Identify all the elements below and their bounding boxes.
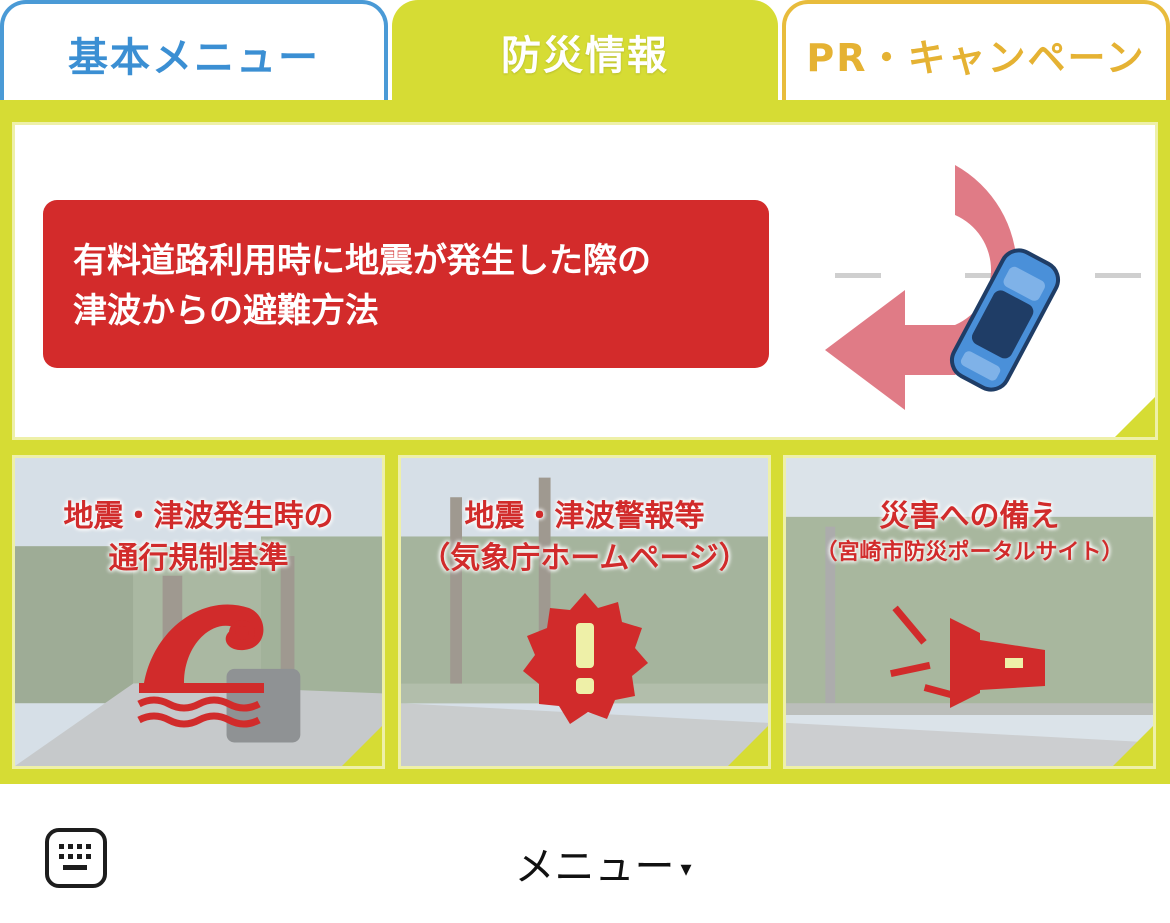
card-title: 災害への備え （宮崎市防災ポータルサイト） — [786, 496, 1153, 568]
card-title-line-2: （宮崎市防災ポータルサイト） — [815, 540, 1124, 565]
banner-line-1: 有料道路利用時に地震が発生した際の — [73, 241, 651, 281]
roadside-photo — [401, 458, 768, 766]
card-title-line-2: （気象庁ホームページ） — [420, 541, 749, 576]
roadside-photo — [15, 458, 382, 766]
card-title-line-1: 地震・津波発生時の — [63, 499, 334, 534]
car-u-turn-icon — [825, 165, 1141, 410]
card-title-line-1: 地震・津波警報等 — [464, 499, 705, 534]
menu-toggle-button[interactable]: メニュー▾ — [0, 834, 1170, 892]
card-title-line-2: 通行規制基準 — [108, 541, 289, 576]
evacuation-banner-button[interactable]: 有料道路利用時に地震が発生した際の 津波からの避難方法 — [12, 122, 1158, 440]
rich-menu-tabs: 基本メニュー 防災情報 PR・キャンペーン — [0, 0, 1170, 104]
menu-label: メニュー — [514, 844, 675, 890]
warning-badge-icon — [522, 593, 648, 724]
tab-pr-campaign[interactable]: PR・キャンペーン — [782, 0, 1170, 104]
tsunami-warning-card[interactable]: 地震・津波警報等 （気象庁ホームページ） — [398, 455, 771, 769]
banner-text-box: 有料道路利用時に地震が発生した際の 津波からの避難方法 — [43, 200, 769, 368]
bottom-bar: メニュー▾ — [0, 784, 1170, 923]
chevron-down-icon: ▾ — [680, 856, 692, 882]
banner-line-2: 津波からの避難方法 — [73, 291, 379, 331]
keyboard-icon[interactable] — [45, 828, 107, 888]
card-title-line-1: 災害への備え — [879, 499, 1060, 534]
traffic-regulation-card[interactable]: 地震・津波発生時の 通行規制基準 — [12, 455, 385, 769]
disaster-prep-card[interactable]: 災害への備え （宮崎市防災ポータルサイト） — [783, 455, 1156, 769]
card-title: 地震・津波警報等 （気象庁ホームページ） — [401, 496, 768, 580]
roadside-photo — [786, 458, 1153, 766]
rich-menu-panel: 有料道路利用時に地震が発生した際の 津波からの避難方法 — [0, 100, 1170, 784]
tsunami-wave-icon — [136, 604, 264, 728]
card-title: 地震・津波発生時の 通行規制基準 — [15, 496, 382, 580]
tab-disaster-info[interactable]: 防災情報 — [392, 0, 778, 104]
flashlight-icon — [889, 605, 1045, 708]
tab-basic-menu[interactable]: 基本メニュー — [0, 0, 388, 104]
